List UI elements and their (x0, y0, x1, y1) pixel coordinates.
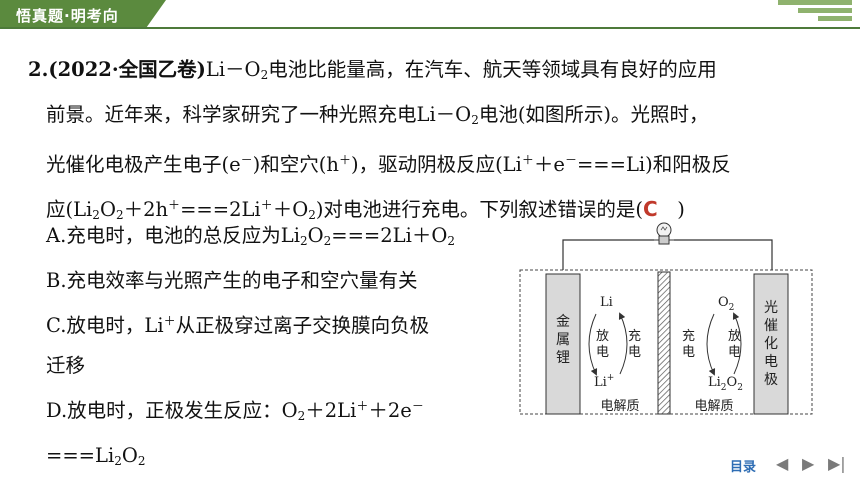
options-list: A.充电时，电池的总反应为Li2O2===2Li＋O2 B.充电效率与光照产生的… (46, 216, 516, 481)
answer-letter: C (643, 197, 658, 221)
section-title: 悟真题·明考向 (16, 7, 119, 25)
last-page-icon[interactable]: ▶| (828, 454, 846, 473)
option-c-line-2: 迁移 (46, 354, 86, 377)
electrolyte-right-label: 电解质 (694, 399, 733, 414)
right-discharge-char-2: 电 (728, 345, 741, 360)
left-bottom-species: Li+ (594, 373, 614, 390)
header-bar: 悟真题·明考向 (0, 0, 860, 30)
option-c: C.放电时，Li＋从正极穿过离子交换膜向负极 (46, 314, 430, 337)
option-d-line-2: ===Li2O2 (46, 444, 146, 468)
photocatalytic-electrode (753, 273, 789, 415)
left-charge-char-2: 电 (628, 345, 641, 360)
light-bulb-icon (654, 222, 674, 245)
ion-exchange-membrane (657, 271, 671, 415)
next-icon[interactable]: ▶ (802, 454, 815, 473)
right-electrode-char-2: 催 (764, 318, 778, 334)
lithium-metal-electrode (545, 273, 581, 415)
right-charge-arrow (706, 313, 716, 376)
left-charge-arrow (618, 312, 628, 375)
left-top-species: Li (600, 295, 613, 310)
left-electrode-char-3: 锂 (556, 350, 570, 366)
option-a: A.充电时，电池的总反应为Li2O2===2Li＋O2 (46, 224, 455, 248)
question-line-3: 光催化电极产生电子(e－)和空穴(h＋)，驱动阴极反应(Li＋＋e－===Li)… (46, 153, 731, 176)
toc-link[interactable]: 目录 (730, 460, 757, 475)
right-electrode-char-3: 化 (764, 336, 778, 352)
left-charge-char-1: 充 (628, 328, 641, 344)
right-charge-char-1: 充 (682, 328, 695, 344)
corner-decoration (778, 0, 852, 22)
right-charge-char-2: 电 (682, 345, 695, 360)
right-top-species: O2 (718, 295, 734, 313)
left-electrode-char-1: 金 (556, 314, 570, 330)
right-bottom-species: Li2O2 (708, 375, 743, 393)
right-electrode-char-5: 极 (764, 372, 778, 388)
right-electrode-char-4: 电 (764, 354, 778, 370)
question-line-1: 2.(2022·全国乙卷)Li－O2电池比能量高，在汽车、航天等领域具有良好的应… (28, 58, 717, 82)
right-electrode-char-1: 光 (764, 300, 778, 316)
left-electrode-char-2: 属 (556, 332, 570, 348)
left-discharge-char-2: 电 (596, 345, 609, 360)
electrolyte-left-label: 电解质 (600, 399, 639, 414)
left-discharge-char-1: 放 (596, 329, 609, 344)
footer-nav: 目录 ◀ ▶ ▶| (730, 444, 860, 484)
section-tab: 悟真题·明考向 (0, 0, 166, 28)
external-wire (562, 239, 773, 270)
right-discharge-arrow (732, 312, 742, 375)
option-b: B.充电效率与光照产生的电子和空穴量有关 (46, 269, 418, 292)
right-discharge-char-1: 放 (728, 329, 741, 344)
question-line-2: 前景。近年来，科学家研究了一种光照充电Li－O2电池(如图所示)。光照时， (46, 103, 709, 127)
battery-diagram: 金 属 锂 光 催 化 电 极 Li Li+ 放 电 充 电 O2 Li2O2 … (519, 222, 813, 415)
header-rule (0, 27, 860, 29)
option-d: D.放电时，正极发生反应：O2＋2Li＋＋2e－ (46, 399, 424, 423)
question-stem: 2.(2022·全国乙卷)Li－O2电池比能量高，在汽车、航天等领域具有良好的应… (28, 50, 838, 235)
question-line-4: 应(Li2O2＋2h＋===2Li＋＋O2)对电池进行充电。下列叙述错误的是(C… (46, 197, 685, 222)
question-source: 2.(2022·全国乙卷) (28, 58, 206, 81)
left-discharge-arrow (588, 313, 598, 376)
prev-icon[interactable]: ◀ (776, 454, 789, 473)
